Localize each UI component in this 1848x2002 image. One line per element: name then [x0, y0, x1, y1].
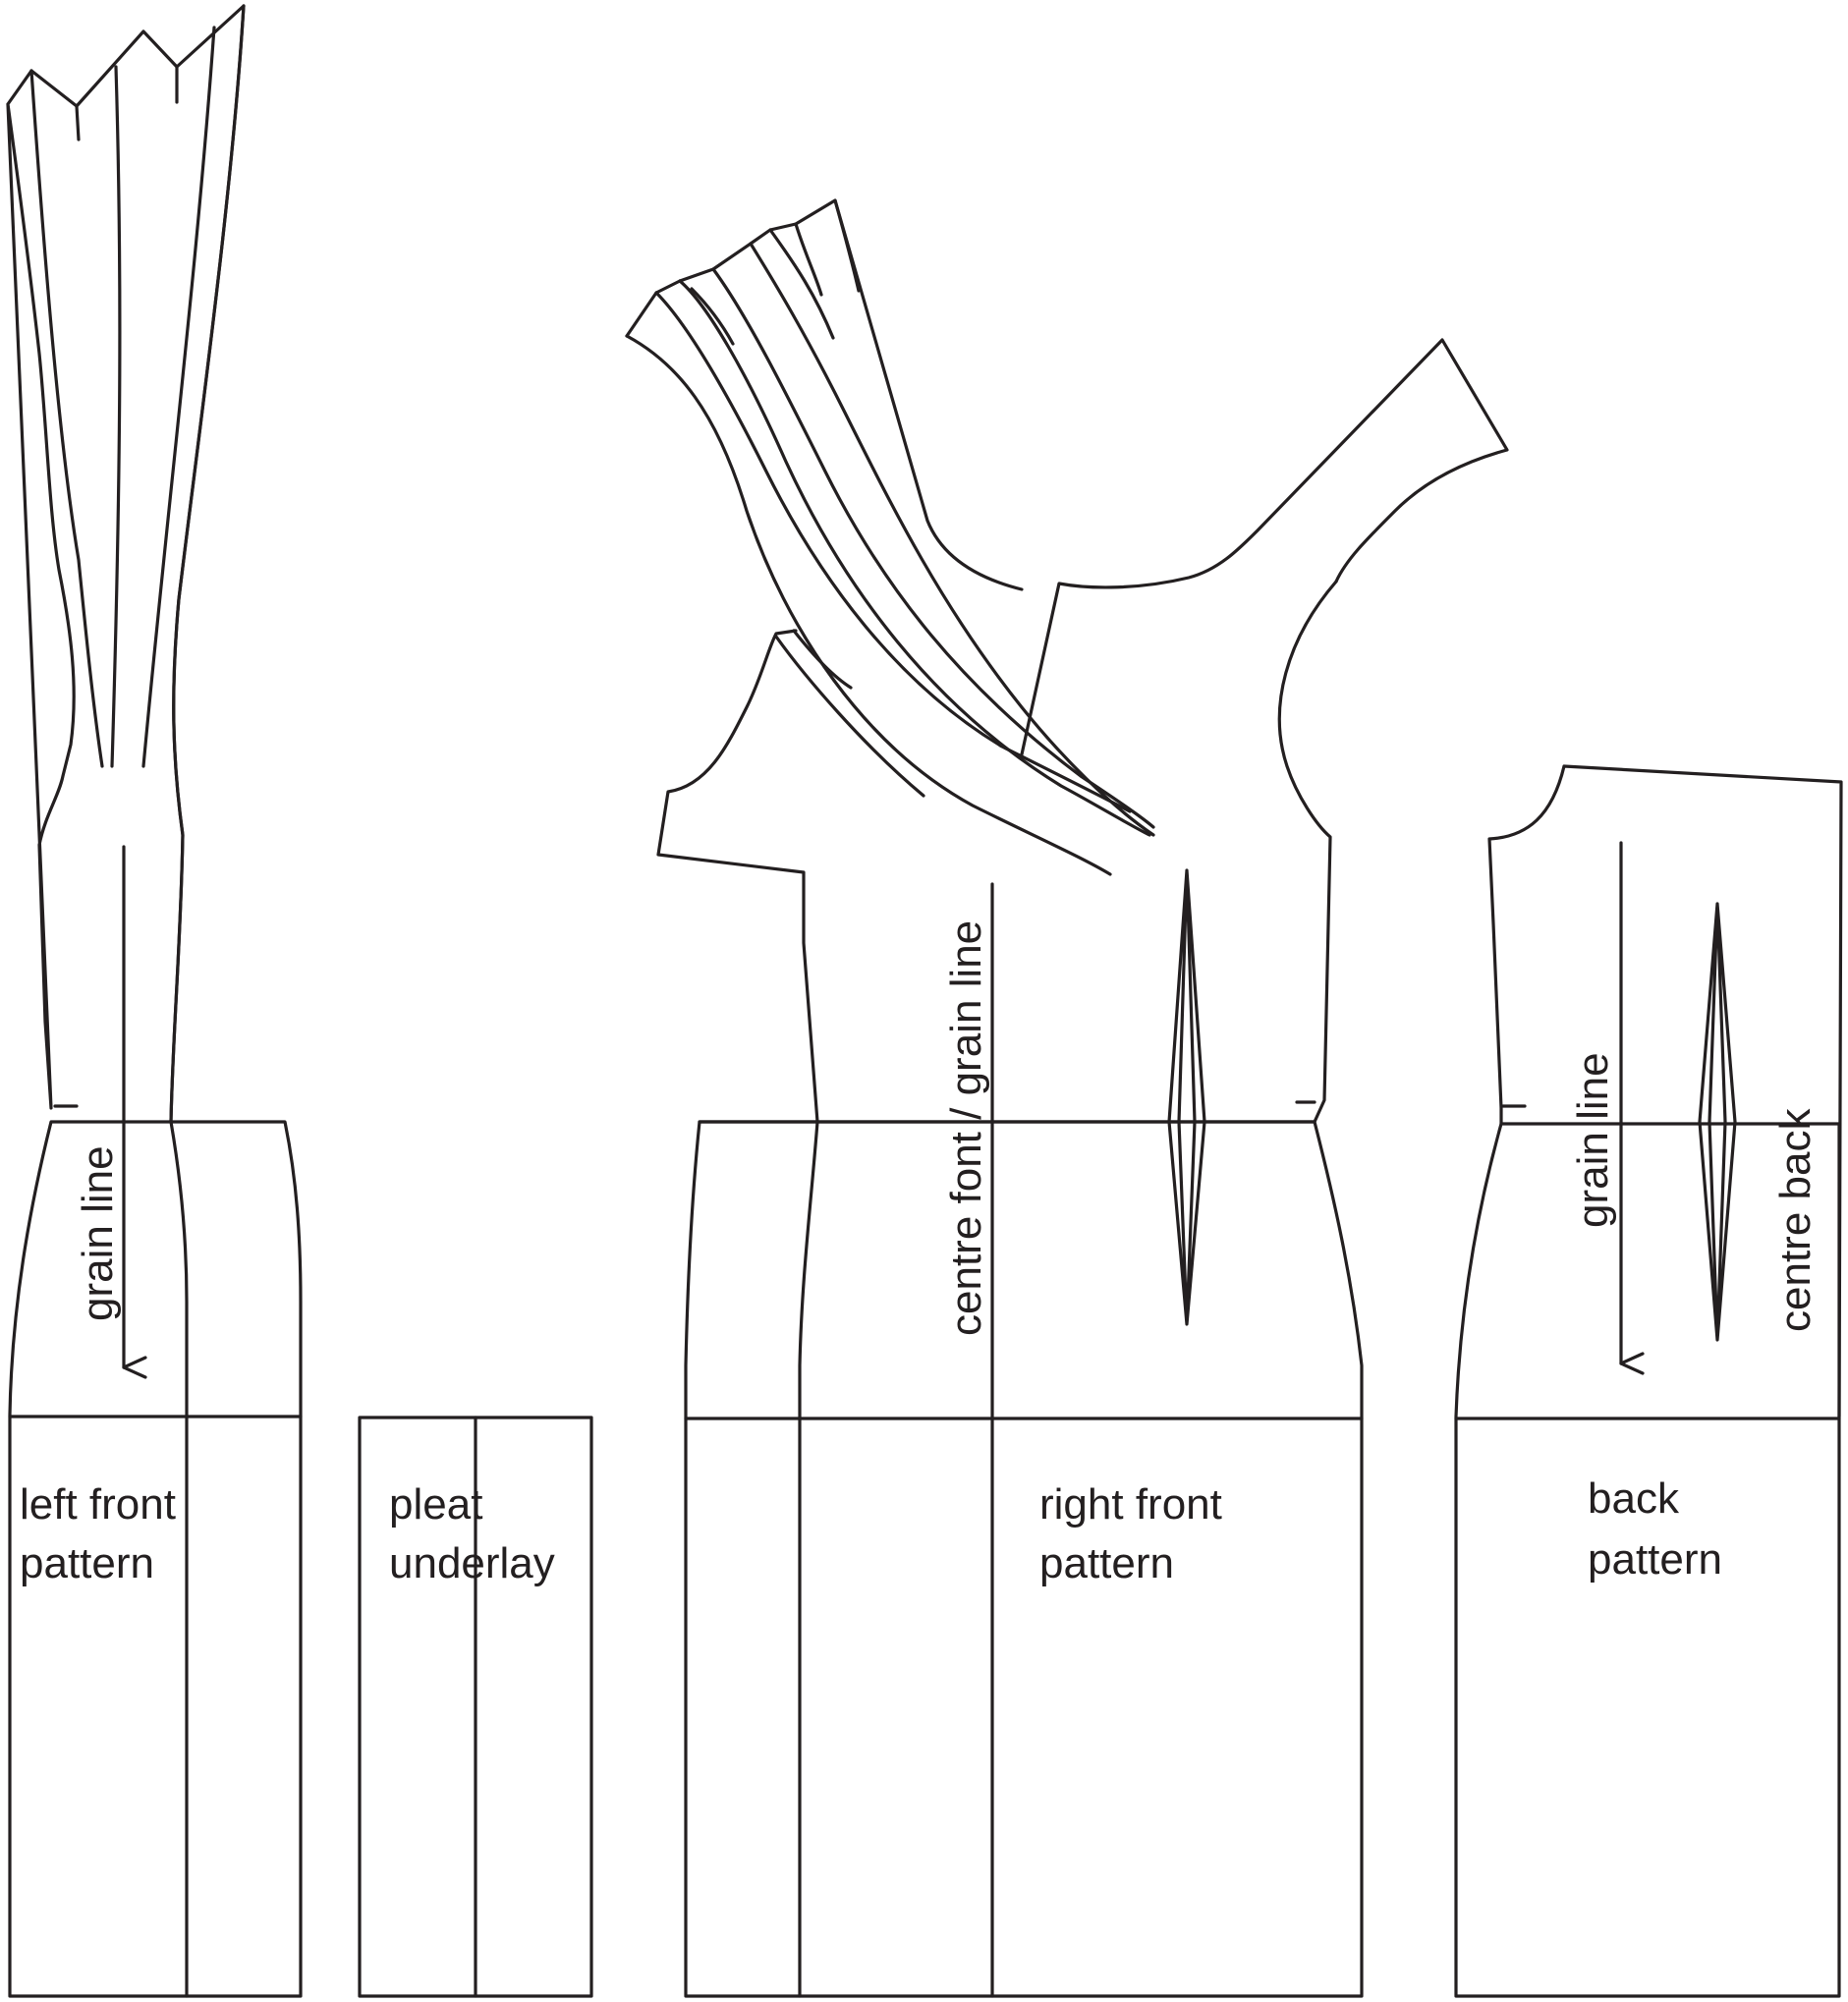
left-front-label-line1: left front — [20, 1480, 176, 1529]
back-label-line2: pattern — [1588, 1535, 1722, 1584]
left-front-gathers — [29, 26, 216, 768]
right-front-drape-pleat-2 — [678, 279, 1151, 837]
left-front-grain-label: grain line — [74, 1145, 122, 1321]
back-centre-back-label: centre back — [1771, 1108, 1820, 1332]
pleat-underlay-pattern: pleat underlay — [358, 1416, 593, 1998]
right-front-label-line1: right front — [1039, 1480, 1222, 1529]
left-front-label-line2: pattern — [20, 1539, 154, 1587]
pleat-underlay-label-line1: pleat — [389, 1480, 482, 1529]
right-front-drape-pleat-6 — [794, 222, 823, 297]
back-dart — [1698, 902, 1737, 1342]
right-front-bodice-left-side — [656, 629, 819, 1124]
left-front-pattern: grain line left front pattern — [6, 4, 303, 1998]
right-front-dart — [1167, 868, 1206, 1326]
right-front-drape-pleat-4 — [749, 242, 1155, 837]
right-front-grain-label: centre font / grain line — [942, 920, 990, 1336]
right-front-drape-pleat-9 — [774, 629, 925, 798]
right-front-skirt-outline — [684, 1120, 1364, 1998]
back-pattern: grain line centre back back pattern — [1454, 764, 1843, 1998]
right-front-drape-pleat-5 — [768, 228, 835, 340]
right-front-bodice-right-side — [1277, 580, 1338, 1124]
left-front-skirt-outline — [8, 1120, 303, 1998]
right-front-drape-outline — [625, 198, 1024, 591]
right-front-drape-pleat-3 — [711, 267, 1155, 829]
right-front-label-line2: pattern — [1039, 1539, 1174, 1587]
left-front-bodice-right-edge — [169, 4, 246, 1124]
right-front-pattern: centre font / grain line right front pat… — [625, 198, 1509, 1998]
back-label-line1: back — [1588, 1474, 1680, 1523]
left-front-skirt-side-seam — [169, 1120, 189, 1998]
right-front-drape-pleat-1 — [654, 291, 1132, 813]
pleat-underlay-label-line2: underlay — [389, 1539, 555, 1587]
right-front-neckline — [1020, 338, 1509, 756]
back-grain-label: grain line — [1569, 1052, 1617, 1228]
right-front-skirt-side-panel — [798, 1120, 819, 1998]
right-front-drape-pleat-8 — [690, 287, 735, 346]
left-front-bodice-outline — [6, 4, 246, 1124]
back-skirt-outline — [1454, 1122, 1841, 1998]
right-front-drape-pleat-7 — [833, 198, 861, 293]
